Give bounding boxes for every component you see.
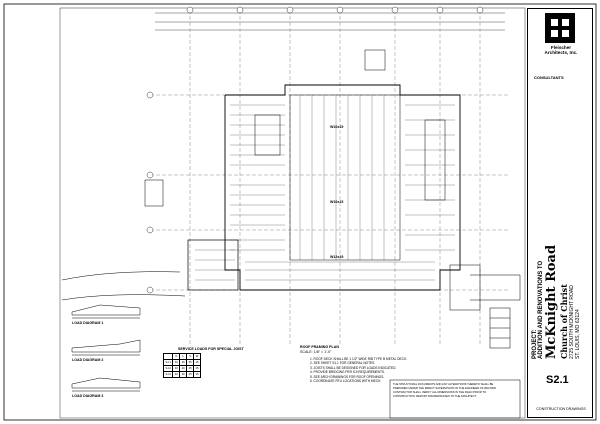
title-block: Fleischer Architects, Inc. CONSULTANTS P… — [527, 8, 593, 418]
site-edges — [61, 271, 521, 301]
load-diagram-1-label: LOAD DIAGRAM 1 — [72, 321, 104, 325]
load-diagram-2-label: LOAD DIAGRAM 2 — [72, 358, 104, 362]
top-dimensions — [155, 12, 505, 31]
framing-notes: 1. ROOF DECK SHALL BE 1 1/2" WIDE RIB TY… — [310, 357, 407, 384]
project-title: PROJECT: ADDITION AND RENOVATIONS TO McK… — [532, 159, 592, 359]
drawing-scale: SCALE: 1/8" = 1'-0" — [300, 350, 332, 354]
joists — [195, 95, 455, 281]
firm-name: Fleischer Architects, Inc. — [544, 45, 578, 56]
table-row: SJ-1 40 20 25 15 — [162, 359, 201, 366]
church-name: McKnight Road — [544, 244, 559, 359]
load-diagrams — [71, 304, 141, 392]
section-detail — [489, 307, 511, 349]
load-table-title: SERVICE LOADS FOR SPECIAL JOIST — [178, 347, 244, 351]
beam-label-2: W10x15 — [330, 200, 344, 204]
engineer-seal-text: THE STRUCTURAL DOCUMENTS AND ANY ALTERAT… — [393, 383, 497, 398]
grid-bubbles — [146, 6, 484, 294]
sheet-number: S2.1 — [546, 374, 569, 386]
service-load-table: D L S W SJ-1 40 20 25 15 SJ-2 40 20 25 1… — [162, 353, 201, 378]
issue-status: CONSTRUCTION DRAWINGS — [536, 407, 586, 411]
consultants-heading: CONSULTANTS — [534, 75, 564, 80]
beam-label-1: W10x15 — [330, 125, 344, 129]
roof-outline — [144, 49, 481, 311]
grid-lines — [150, 10, 510, 345]
firm-logo-icon — [545, 13, 575, 43]
drawing-title: ROOF FRAMING PLAN — [300, 345, 339, 349]
table-row: SJ-3 40 20 25 15 — [162, 371, 201, 378]
load-diagram-3-label: LOAD DIAGRAM 3 — [72, 394, 104, 398]
beam-label-3: W12x19 — [330, 255, 344, 259]
